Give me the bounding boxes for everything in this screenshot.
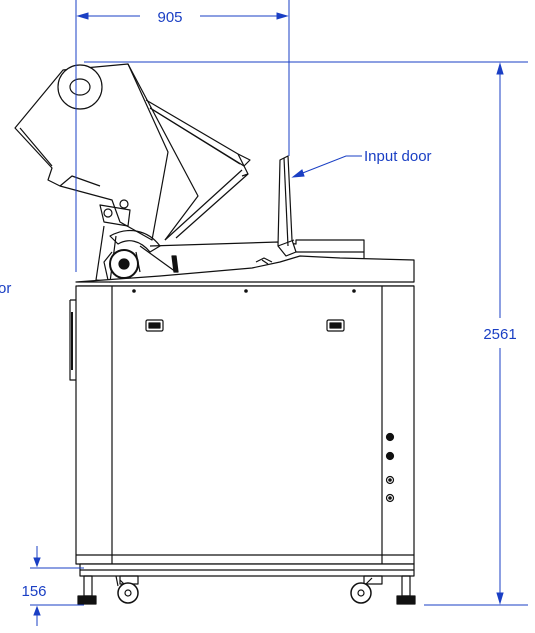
caster-left bbox=[115, 575, 139, 604]
machine-drawing bbox=[14, 63, 416, 605]
cabinet-handle-left bbox=[145, 319, 164, 332]
clipped-callout-label: or bbox=[0, 280, 11, 297]
base-frame bbox=[79, 563, 415, 585]
input-door-leader bbox=[291, 155, 362, 178]
roll-core bbox=[69, 78, 91, 96]
width-dimension bbox=[75, 0, 290, 272]
roll-outer bbox=[57, 64, 103, 110]
cabinet bbox=[69, 285, 415, 565]
input-door-label: Input door bbox=[364, 148, 432, 165]
width-value: 905 bbox=[157, 9, 182, 26]
foot-height-dimension bbox=[30, 546, 84, 626]
side-connectors bbox=[385, 432, 395, 503]
dimension-lines bbox=[30, 0, 528, 626]
foot-left bbox=[77, 575, 97, 605]
height-value: 2561 bbox=[483, 326, 516, 343]
feeder-housing bbox=[14, 63, 251, 283]
height-dimension bbox=[84, 61, 528, 606]
foot-right bbox=[396, 575, 416, 605]
cabinet-handle-right bbox=[326, 319, 345, 332]
input-door-flap bbox=[277, 155, 297, 257]
caster-right bbox=[350, 577, 373, 604]
foot-height-value: 156 bbox=[21, 583, 46, 600]
